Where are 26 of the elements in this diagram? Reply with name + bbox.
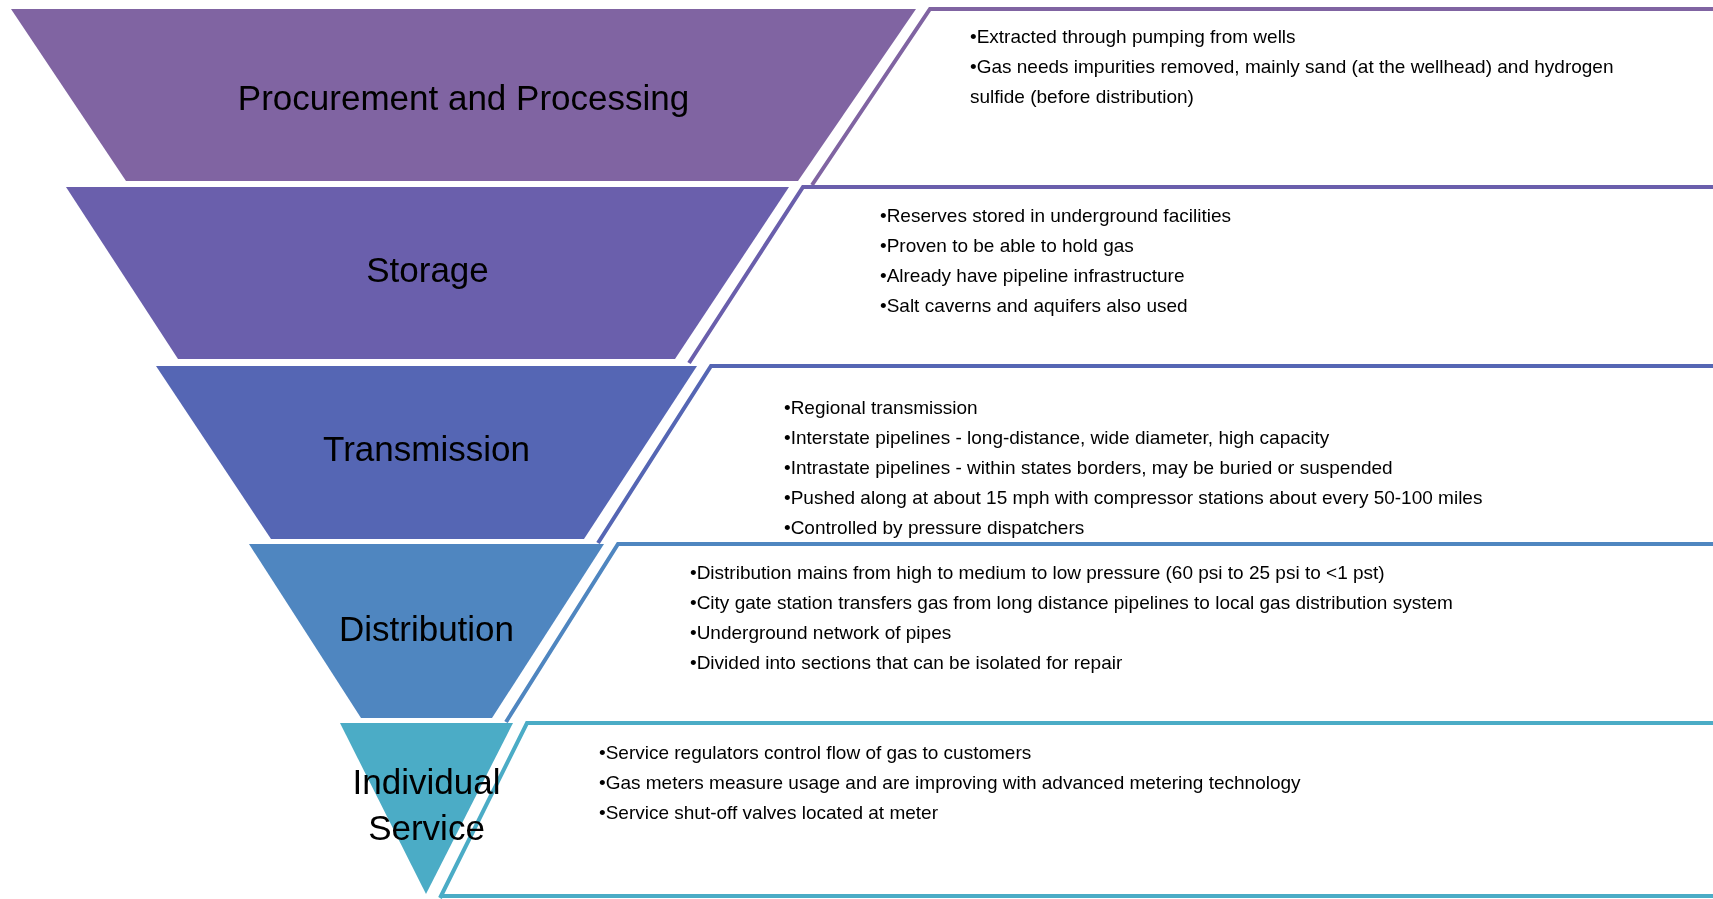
funnel-band xyxy=(11,9,916,181)
bullet-text: •Already have pipeline infrastructure xyxy=(880,264,1186,288)
funnel-band xyxy=(66,187,789,359)
bullet-text: •Intrastate pipelines - within states borders, may be buried or suspended xyxy=(784,456,1394,480)
band-title: Transmission xyxy=(323,428,530,470)
bullet-text: •Distribution mains from high to medium to low pressure (60 psi to 25 psi to <1 pst) xyxy=(690,561,1386,585)
bullet-text: •Gas needs impurities removed, mainly sand (at the wellhead) and hydrogen sulfide (before distribution) xyxy=(970,55,1615,109)
bullet-text: •Pushed along at about 15 mph with compressor stations about every 50-100 miles xyxy=(784,486,1484,510)
bullet-text: •Interstate pipelines - long-distance, wide diameter, high capacity xyxy=(784,426,1331,450)
band-title: Storage xyxy=(366,249,489,291)
bullet-text: •Proven to be able to hold gas xyxy=(880,234,1135,258)
funnel-band xyxy=(249,544,604,718)
bullet-text: •Extracted through pumping from wells xyxy=(970,25,1297,49)
bullet-text: •Underground network of pipes xyxy=(690,621,953,645)
bullet-text: •Divided into sections that can be isolated for repair xyxy=(690,651,1124,675)
bullet-text: •Regional transmission xyxy=(784,396,979,420)
bullet-text: •Gas meters measure usage and are improving with advanced metering technology xyxy=(599,771,1302,795)
band-title: Procurement and Processing xyxy=(237,77,690,119)
bullet-text: •Controlled by pressure dispatchers xyxy=(784,516,1086,540)
band-title: Distribution xyxy=(338,608,515,650)
bullet-text: •Service shut-off valves located at meter xyxy=(599,801,939,825)
bullet-text: •Service regulators control flow of gas to customers xyxy=(599,741,1033,765)
bullet-text: •City gate station transfers gas from long distance pipelines to local gas distribution system xyxy=(690,591,1454,615)
bullet-text: •Salt caverns and aquifers also used xyxy=(880,294,1189,318)
bullet-text: •Reserves stored in underground facilities xyxy=(880,204,1232,228)
funnel-band xyxy=(156,366,697,539)
